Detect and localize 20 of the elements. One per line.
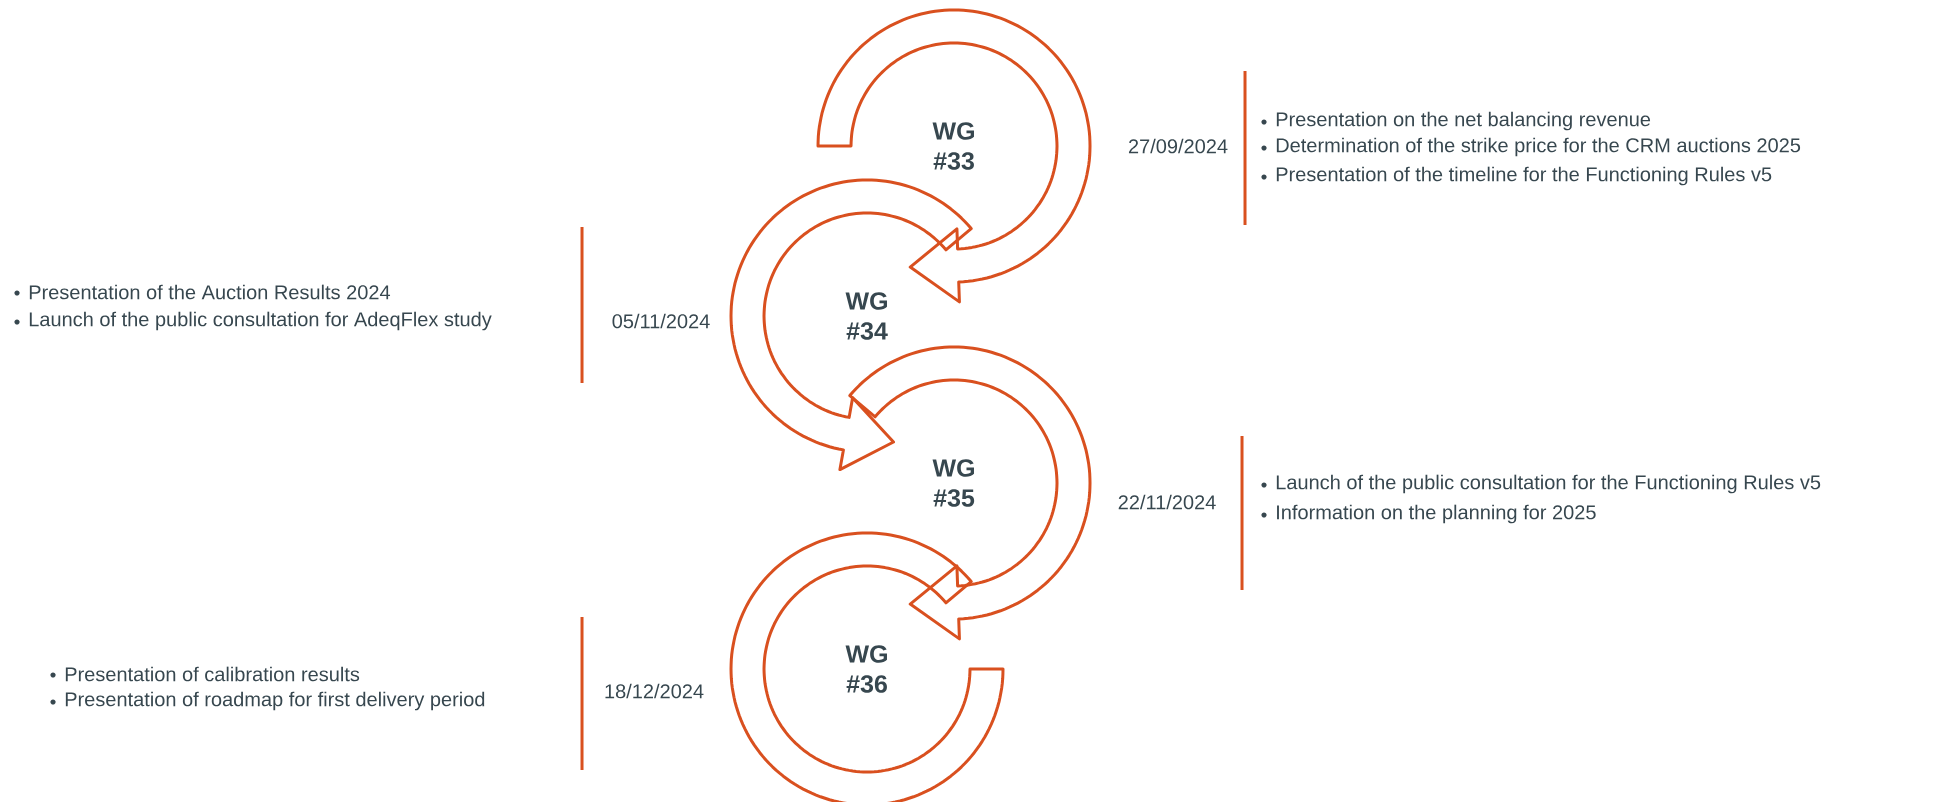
bullet-item: Determination of the strike price for the CRM auctions 2025	[1261, 137, 1801, 157]
bullet-item: Presentation of the timeline for the Functioning Rules v5	[1261, 166, 1772, 186]
date-label: 05/11/2024	[612, 313, 710, 329]
meeting-label: WG #33	[932, 122, 974, 170]
circular-arrow	[816, 8, 1092, 304]
bullet-item: Presentation on the net balancing revenue	[1261, 111, 1651, 131]
bullet-item: Launch of the public consultation for AdeqFlex study	[14, 311, 492, 331]
bullet-item: Presentation of roadmap for first delivery period	[50, 691, 485, 711]
circular-arrow	[729, 178, 973, 472]
date-label: 22/11/2024	[1118, 494, 1216, 510]
bullet-item: Presentation of calibration results	[50, 666, 360, 682]
meeting-label: WG #36	[845, 645, 887, 693]
bullet-item: Launch of the public consultation for the Functioning Rules v5	[1261, 474, 1821, 494]
bullet-item: Information on the planning for 2025	[1261, 504, 1596, 524]
date-label: 18/12/2024	[605, 683, 704, 699]
meeting-label: WG #35	[932, 459, 975, 507]
bullet-item: Presentation of the Auction Results 2024	[14, 284, 391, 300]
meeting-label: WG #34	[845, 292, 888, 340]
circular-arrow	[848, 345, 1092, 641]
date-label: 27/09/2024	[1128, 138, 1228, 154]
